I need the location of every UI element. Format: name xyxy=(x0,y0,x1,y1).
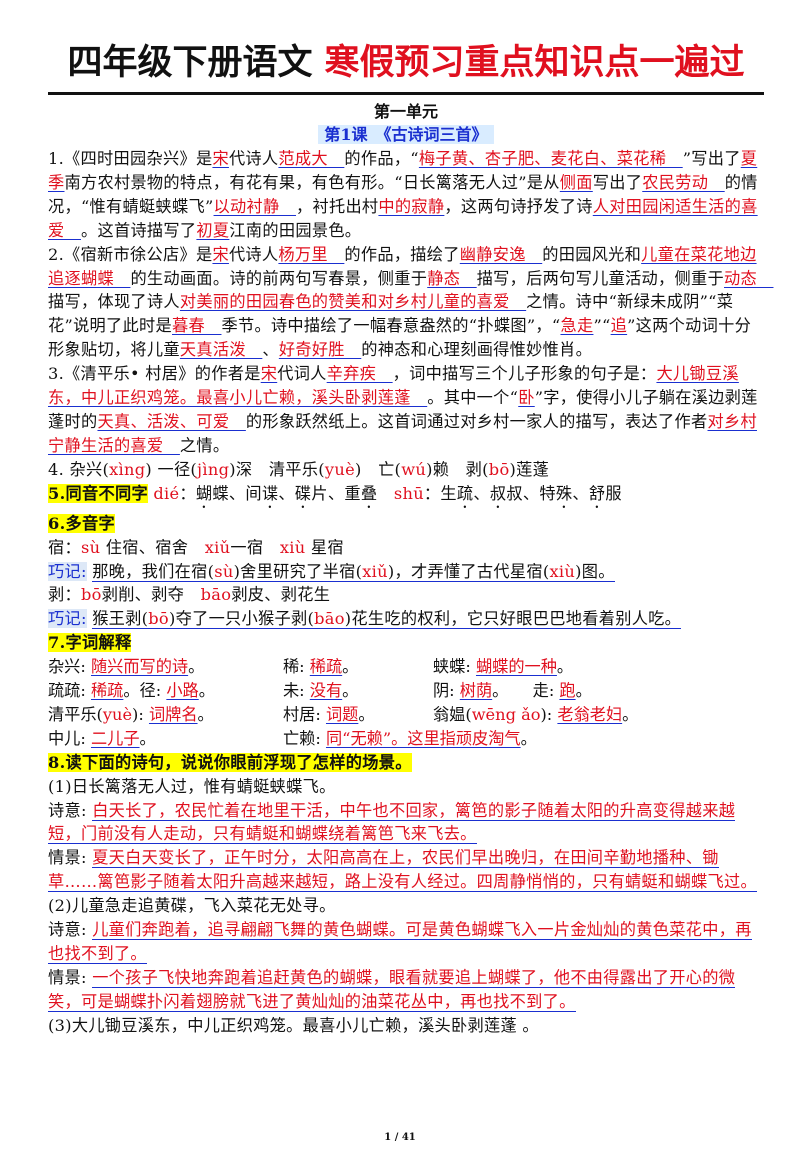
mnemonic-2: 巧记: 猴王剥(bō)夺了一只小猴子剥(bāo)花生吃的权利，它只好眼巴巴地看着… xyxy=(48,609,682,630)
title-slogan: 寒假预习重点知识点一遍过 xyxy=(324,43,745,83)
item-5: 5.同音不同字 dié：蝴蝶、间谍、碟片、重叠 shū：生疏、叔叔、特殊、舒服 xyxy=(48,483,622,503)
polyphone-su: 宿：sù 住宿、宿舍 xiǔ一宿 xiù 星宿 xyxy=(48,537,344,557)
item-1: 1.《四时田园杂兴》是宋代诗人范成大 的作品，“梅子黄、杏子肥、麦花白、菜花稀 … xyxy=(48,149,758,240)
item-6: 6.多音字 xyxy=(48,513,115,533)
item-8: 8.读下面的诗句，说说你眼前浮现了怎样的场景。 xyxy=(48,752,412,772)
item-4: 4. 杂兴(xìng) 一径(jìng)深 清平乐(yuè) 亡(wú)赖 剥(… xyxy=(48,459,550,479)
word-definitions: 杂兴: 随兴而写的诗。稀: 稀疏。蛱蝶: 蝴蝶的一种。 疏疏: 稀疏。径: 小路… xyxy=(48,657,639,748)
polyphone-bo: 剥：bō剥削、剥夺 bāo剥皮、剥花生 xyxy=(48,585,331,605)
poem-scene-2: 情景: 一个孩子飞快地奔跑着追赶黄色的蝴蝶，眼看就要追上蝴蝶了，他不由得露出了开… xyxy=(48,967,736,1012)
poem-meaning-2: 诗意: 儿童们奔跑着，追寻翩翩飞舞的黄色蝴蝶。可是黄色蝴蝶飞入一片金灿灿的黄色菜… xyxy=(48,920,752,964)
item-3: 3.《清平乐• 村居》的作者是宋代词人辛弃疾 ，词中描写三个儿子形象的句子是：大… xyxy=(48,364,758,455)
poem-line-1: (1)日长篱落无人过，惟有蜻蜓蛱蝶飞。 xyxy=(48,776,336,796)
lesson-heading: 第1课 《古诗词三首》 xyxy=(48,123,764,147)
page-title: 四年级下册语文寒假预习重点知识点一遍过 xyxy=(48,40,764,95)
title-grade: 四年级下册语文 xyxy=(67,43,313,83)
poem-scene-1: 情景: 夏天白天变长了，正午时分，太阳高高在上，农民们早出晚归，在田间辛勤地播种… xyxy=(48,848,757,893)
item-7: 7.字词解释 xyxy=(48,633,132,653)
poem-line-2: (2)儿童急走追黄碟，飞入菜花无处寻。 xyxy=(48,896,336,916)
poem-meaning-1: 诗意: 白天长了，农民忙着在地里干活，中午也不回家，篱笆的影子随着太阳的升高变得… xyxy=(48,800,736,845)
unit-heading: 第一单元 xyxy=(373,102,438,121)
poem-line-3: (3)大儿锄豆溪东，中儿正织鸡笼。最喜小儿亡赖，溪头卧剥莲蓬 。 xyxy=(48,1015,539,1035)
item-2: 2.《宿新市徐公店》是宋代诗人杨万里 的作品，描绘了幽静安逸 的田园风光和儿童在… xyxy=(48,244,774,360)
document-page: 四年级下册语文寒假预习重点知识点一遍过 第一单元 第1课 《古诗词三首》 1.《… xyxy=(48,40,764,1038)
mnemonic-1: 巧记: 那晚，我们在宿(sù)舍里研究了半宿(xiǔ)，才弄懂了古代星宿(xiù… xyxy=(48,561,615,582)
page-number: 1 / 41 xyxy=(384,1132,416,1143)
